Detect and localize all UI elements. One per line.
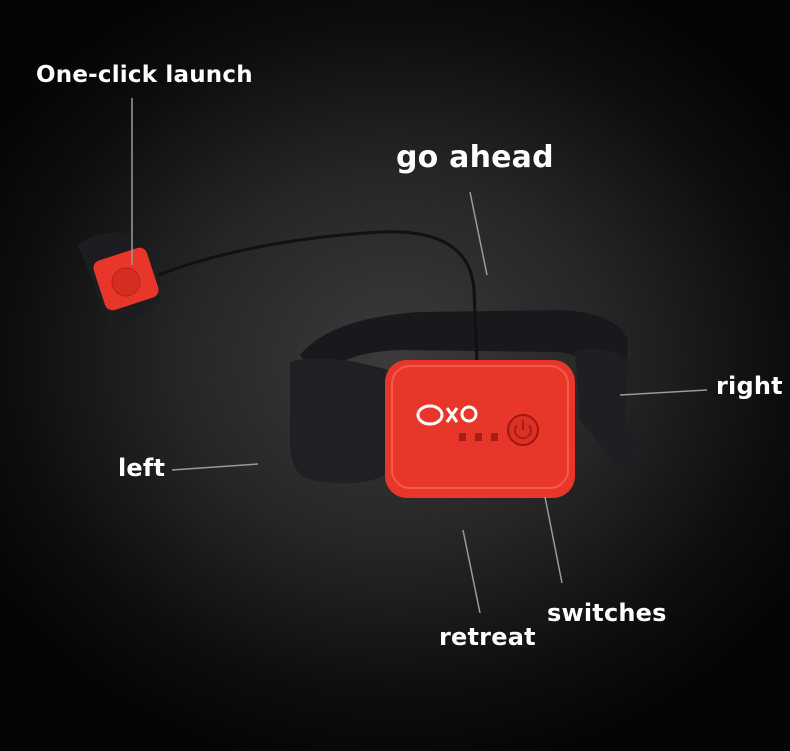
wrist-band (290, 358, 395, 484)
label-one-click-launch: One-click launch (36, 62, 253, 88)
power-button-icon[interactable] (507, 414, 539, 446)
logo (416, 404, 478, 426)
label-retreat: retreat (439, 623, 536, 651)
label-left: left (118, 454, 166, 482)
callout-line-right (619, 389, 708, 396)
cable (157, 230, 479, 361)
callout-line-go-ahead (469, 191, 488, 276)
band-back (300, 310, 628, 380)
label-switches: switches (547, 599, 667, 627)
band-strap-right (575, 348, 640, 466)
controller-device (385, 360, 575, 498)
label-go-ahead: go ahead (396, 140, 554, 175)
callout-line-switches (544, 496, 563, 584)
indicator-leds (459, 433, 498, 441)
callout-line-left (171, 463, 259, 471)
callout-line-retreat (462, 529, 481, 614)
launch-button[interactable] (111, 267, 141, 297)
label-right: right (716, 372, 783, 400)
